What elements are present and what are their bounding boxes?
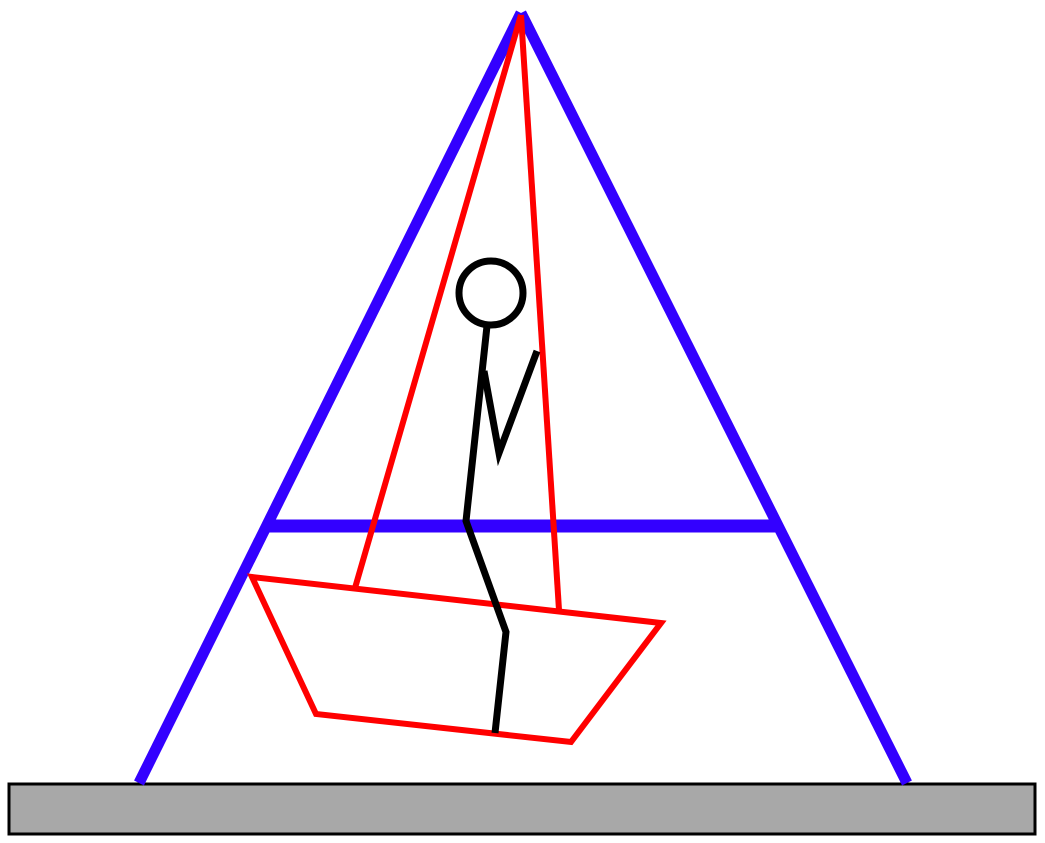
- a-frame: [134, 10, 912, 786]
- ground-base: [7, 782, 1037, 836]
- figure-body-legs: [462, 325, 510, 734]
- swing-rope-left: [352, 14, 524, 589]
- frame-left-leg: [134, 10, 526, 786]
- swing-rope-right: [518, 14, 562, 611]
- figure-head: [455, 257, 527, 329]
- stick-figure: [455, 257, 541, 734]
- swing: [247, 14, 667, 746]
- figure-arm: [480, 349, 541, 467]
- swing-seat: [247, 573, 667, 746]
- frame-right-leg: [516, 10, 912, 786]
